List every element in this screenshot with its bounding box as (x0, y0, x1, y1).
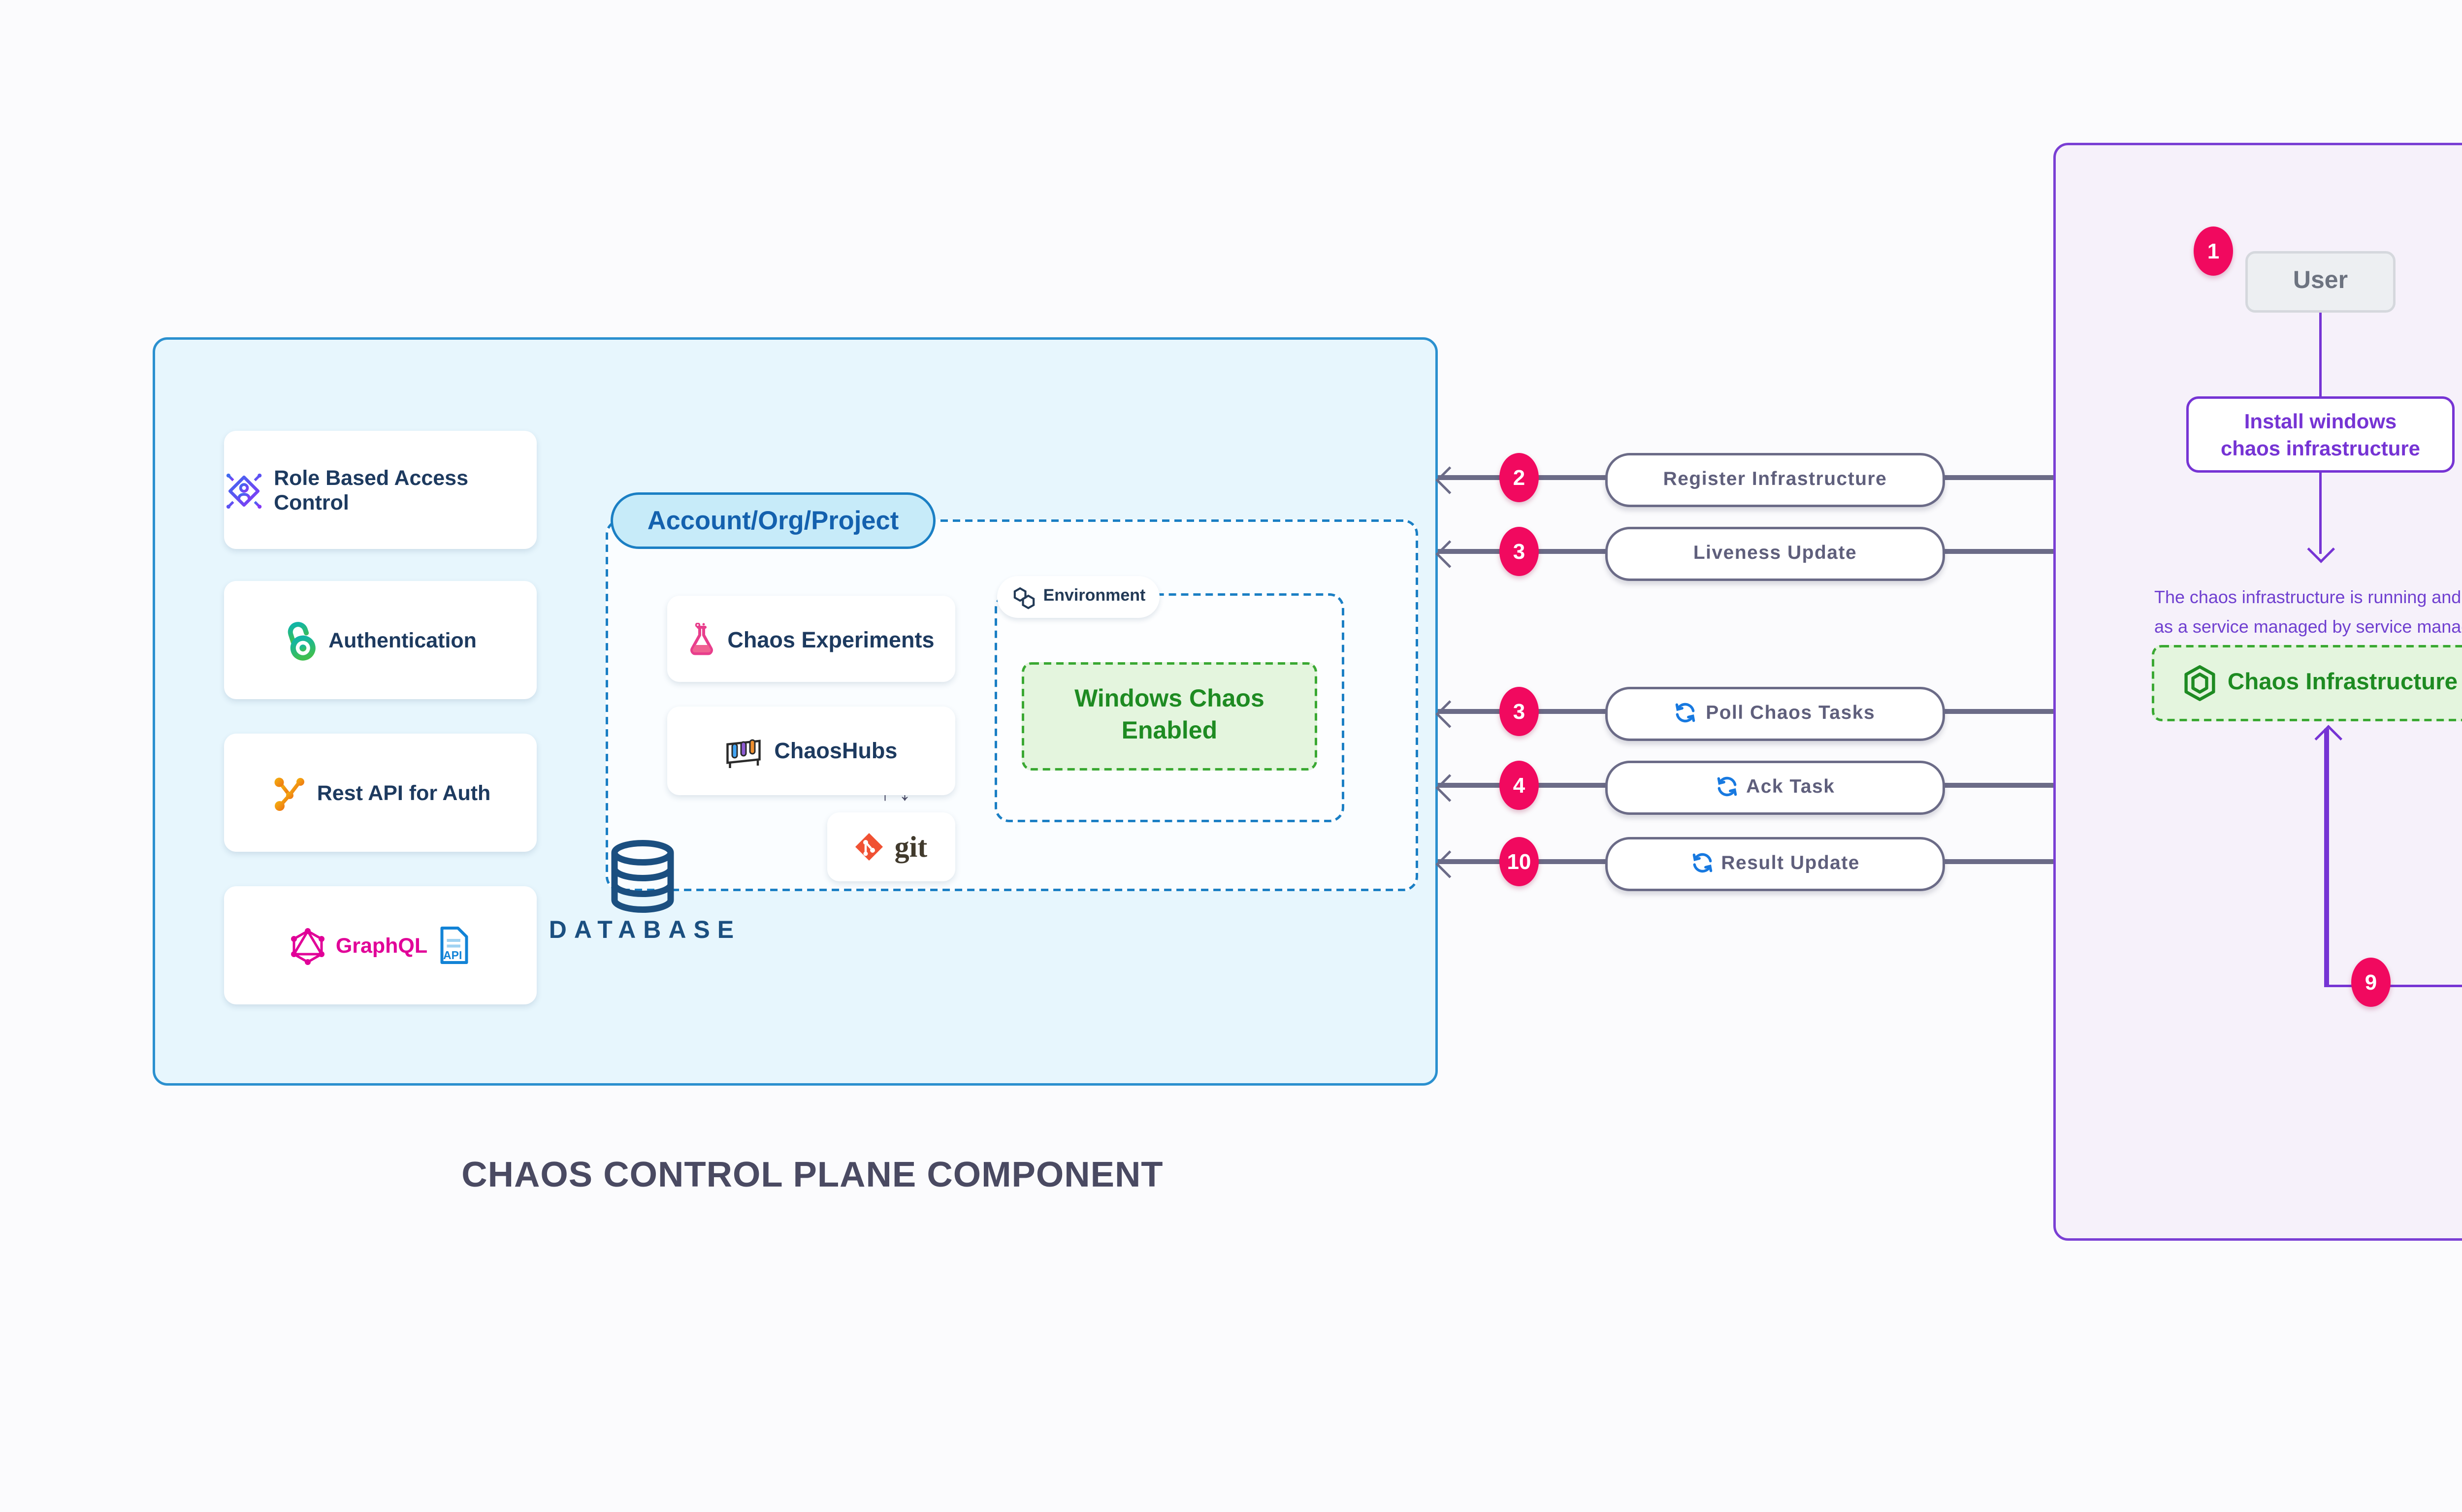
arrowhead-left (1436, 465, 1463, 491)
flow-label: Register Infrastructure (1663, 469, 1887, 491)
arrowhead-left (1436, 699, 1463, 725)
graphql-icon (292, 927, 325, 964)
user-box: User (2245, 251, 2396, 313)
database-icon (611, 840, 674, 913)
hexagons-icon (1013, 586, 1034, 608)
execution-plane-title: CHAOS EXECUTION PLANE COMPONENT (2366, 1319, 2462, 1359)
lock-open-icon (289, 620, 317, 660)
git-label: git (894, 828, 928, 863)
chaoshubs-label: ChaosHubs (774, 739, 898, 763)
step-badge-9: 9 (2351, 958, 2391, 1007)
sync-icon (1691, 854, 1712, 874)
sync-icon (1717, 778, 1736, 798)
account-scope-pill: Account/Org/Project (611, 492, 936, 549)
flow-pill-register-infrastructure: Register Infrastructure (1605, 453, 1945, 507)
install-infrastructure-box: Install windows chaos infrastructure (2186, 396, 2455, 473)
user-label: User (2293, 268, 2348, 295)
svg-text:API: API (442, 949, 461, 962)
card-git: git (827, 812, 955, 881)
database-label: DATABASE (549, 918, 742, 945)
card-authentication: Authentication (224, 581, 537, 699)
chaos-infrastructure-icon (2184, 665, 2215, 701)
chaos-infrastructure-label: Chaos Infrastructure (2227, 670, 2458, 697)
environment-tab: Environment (997, 576, 1160, 618)
card-authentication-label: Authentication (328, 628, 477, 652)
flow-step-badge: 4 (1499, 761, 1539, 810)
connector-user-install (2318, 313, 2323, 396)
chaos-experiments-label: Chaos Experiments (727, 626, 935, 651)
flow-pill-ack-task: Ack Task (1605, 761, 1945, 814)
flow-pill-poll-chaos-tasks: Poll Chaos Tasks (1605, 687, 1945, 740)
card-graphql: GraphQL API (224, 886, 537, 1004)
rbac-icon (226, 472, 262, 508)
card-rbac: Role Based Access Control (224, 431, 537, 549)
card-rbac-label: Role Based Access Control (274, 465, 469, 515)
note-infrastructure-running: The chaos infrastructure is running and … (2154, 586, 2462, 637)
flask-icon (691, 621, 714, 654)
rest-api-icon (274, 776, 304, 810)
flow-step-badge: 2 (1499, 453, 1539, 502)
flow-label: Liveness Update (1693, 543, 1857, 565)
chaoshubs-icon (727, 738, 762, 767)
arrowhead-left (1436, 539, 1463, 565)
step-badge-1: 1 (2194, 226, 2233, 276)
flow-step-badge: 3 (1499, 527, 1539, 576)
environment-label: Environment (1043, 588, 1146, 606)
card-chaoshubs: ChaosHubs (667, 707, 955, 795)
arrowhead-left (1436, 849, 1463, 875)
control-plane-title: CHAOS CONTROL PLANE COMPONENT (461, 1157, 1164, 1196)
account-scope-label: Account/Org/Project (647, 506, 899, 536)
connector-generate-left (2327, 984, 2462, 988)
chaos-infrastructure-box: Chaos Infrastructure (2152, 645, 2462, 721)
connector-install-infra (2318, 473, 2323, 554)
sync-icon (1676, 704, 1696, 724)
api-file-icon: API (439, 927, 467, 964)
flow-pill-liveness-update: Liveness Update (1605, 527, 1945, 580)
flow-label: Ack Task (1746, 776, 1835, 799)
flow-step-badge: 10 (1499, 837, 1539, 886)
flow-step-badge: 3 (1499, 687, 1539, 736)
flow-pill-result-update: Result Update (1605, 837, 1945, 891)
card-graphql-label: GraphQL (335, 933, 428, 958)
card-rest-api: Rest API for Auth (224, 734, 537, 852)
card-rest-api-label: Rest API for Auth (317, 780, 491, 805)
card-chaos-experiments: Chaos Experiments (667, 596, 955, 682)
flow-label: Poll Chaos Tasks (1706, 703, 1876, 725)
flow-label: Result Update (1721, 853, 1860, 875)
arrowhead-left (1436, 772, 1463, 799)
git-icon (856, 833, 884, 861)
connector-up-to-infra (2324, 729, 2329, 986)
windows-chaos-enabled-box: Windows Chaos Enabled (1022, 662, 1317, 771)
